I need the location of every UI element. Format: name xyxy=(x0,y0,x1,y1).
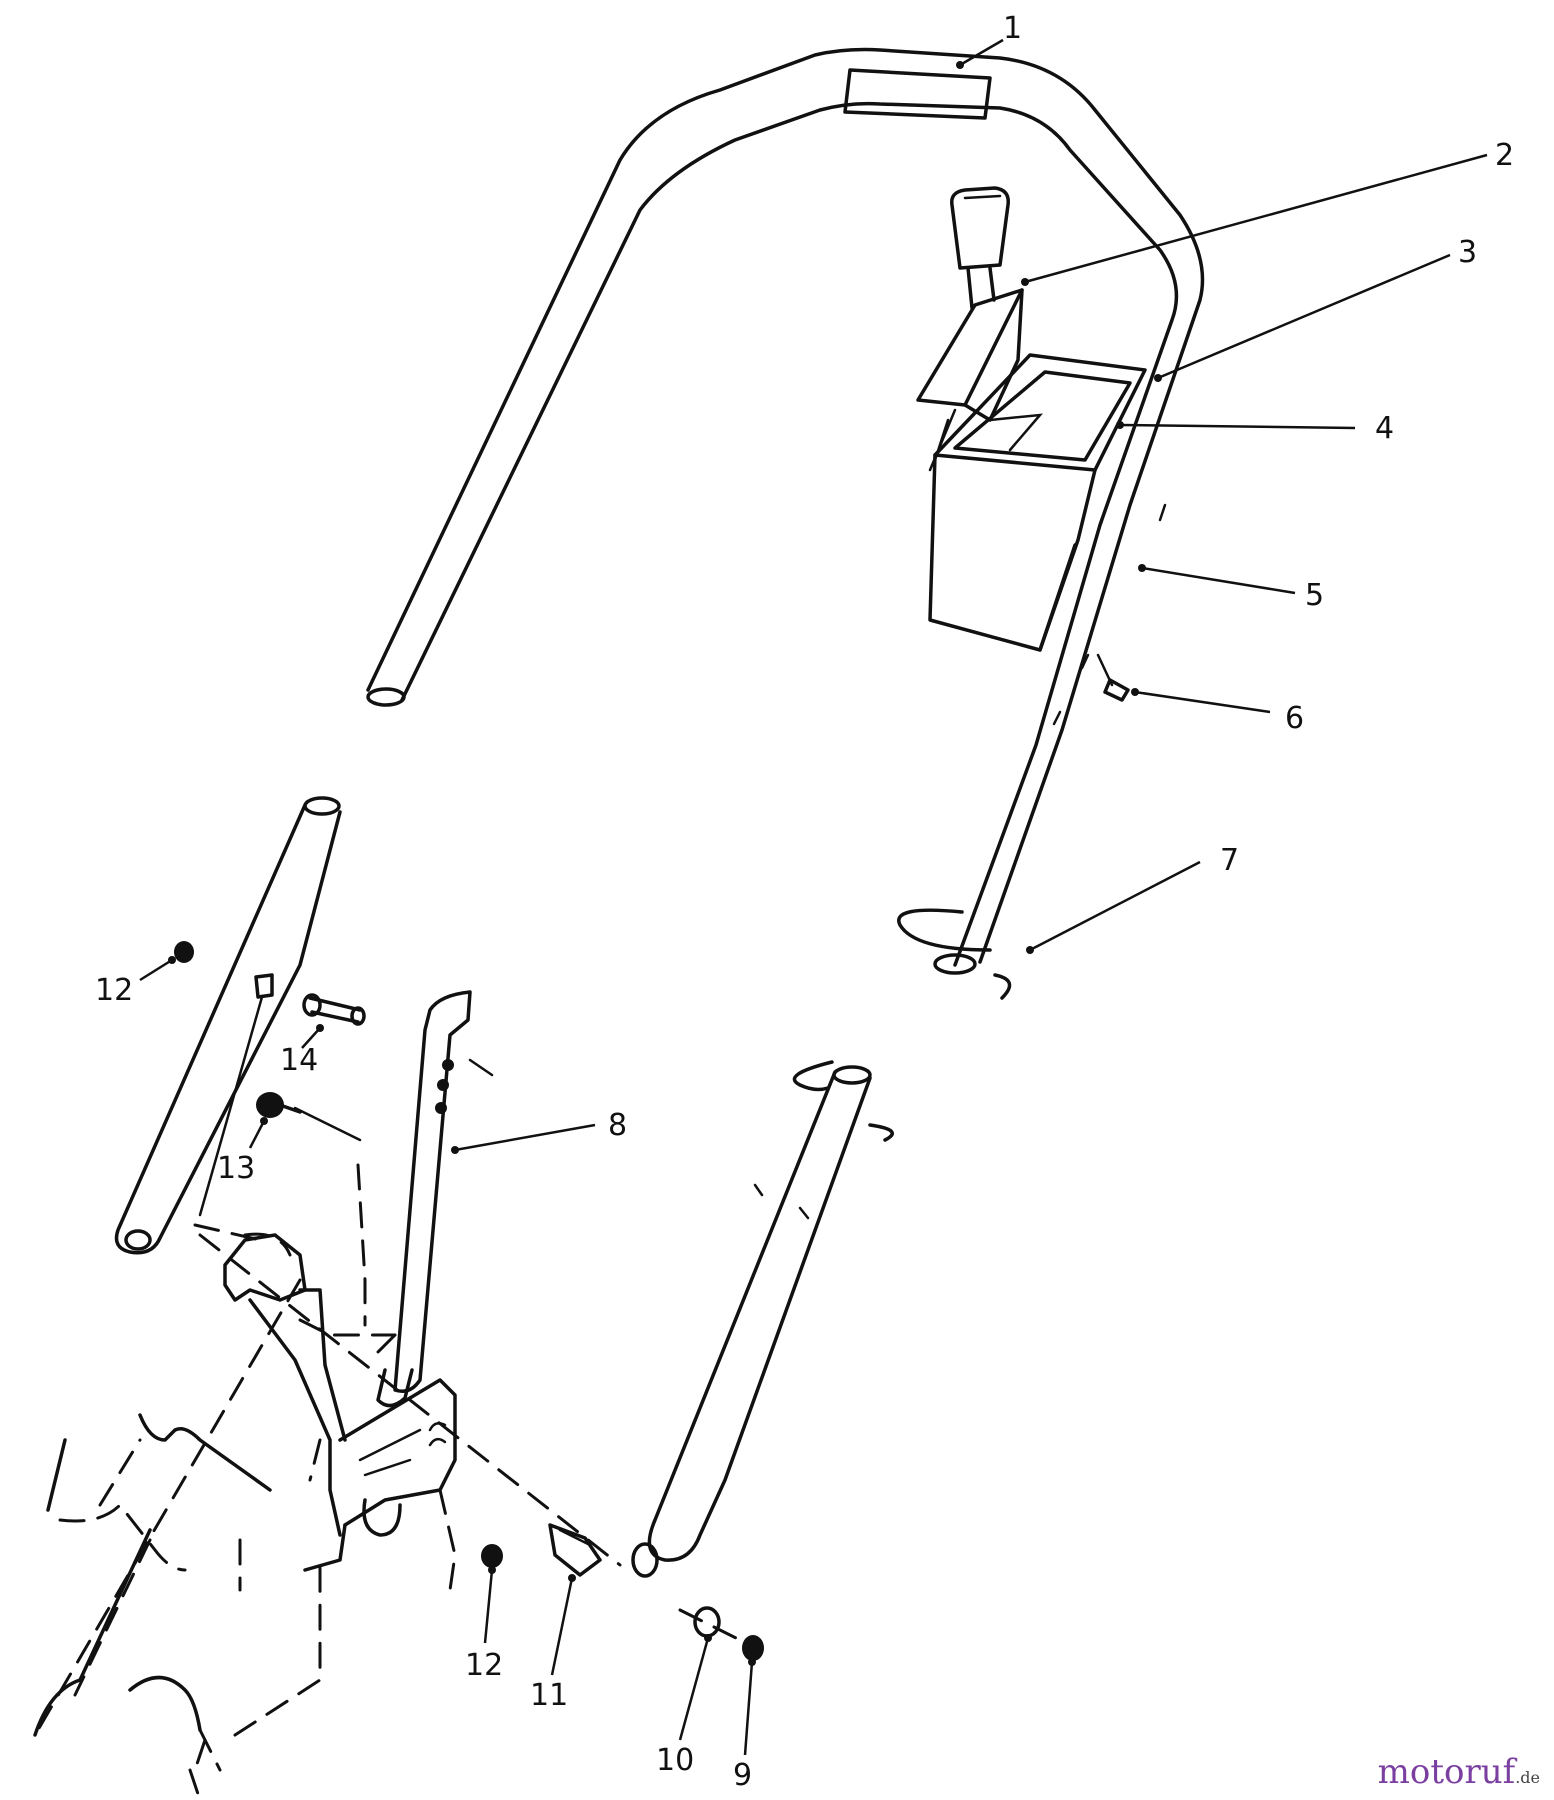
label-part-1: 1 xyxy=(1003,11,1022,46)
nut-12-lower xyxy=(481,1544,503,1568)
left-lower-handle xyxy=(114,796,342,1255)
hairpin-clip-7 xyxy=(897,908,1012,1000)
label-part-8: 8 xyxy=(608,1108,627,1143)
label-part-10: 10 xyxy=(656,1743,694,1778)
leader-lines xyxy=(139,38,1488,1756)
pivot-axis xyxy=(198,1106,742,1642)
watermark-text: motoruf xyxy=(1377,1752,1516,1792)
bracket-8 xyxy=(376,990,494,1408)
nut-9 xyxy=(742,1635,764,1661)
part-labels: 1 2 3 4 5 6 7 8 9 10 11 12 12 13 14 xyxy=(95,11,1514,1793)
bolt-13 xyxy=(256,1092,284,1118)
label-part-2: 2 xyxy=(1495,138,1514,173)
label-part-4: 4 xyxy=(1375,411,1394,446)
hardware xyxy=(174,941,764,1661)
right-lower-handle xyxy=(631,1060,895,1578)
label-part-9: 9 xyxy=(733,1758,752,1793)
label-part-13: 13 xyxy=(217,1151,255,1186)
bolt-6 xyxy=(1096,653,1130,702)
label-part-5: 5 xyxy=(1305,578,1324,613)
label-part-14: 14 xyxy=(280,1043,318,1078)
label-part-12-upper: 12 xyxy=(95,973,133,1008)
mounting-bracket xyxy=(193,1223,457,1592)
label-part-6: 6 xyxy=(1285,701,1304,736)
nut-12-upper xyxy=(174,941,194,963)
deck-outline xyxy=(33,1278,322,1800)
label-part-3: 3 xyxy=(1458,235,1477,270)
label-part-11: 11 xyxy=(530,1678,568,1713)
shift-lever xyxy=(916,186,1024,472)
watermark-logo: motoruf.de xyxy=(1378,1752,1540,1792)
washer-10 xyxy=(693,1606,721,1638)
upper-handle xyxy=(366,47,1205,975)
bolt-11 xyxy=(548,1523,602,1577)
label-part-12-lower: 12 xyxy=(465,1648,503,1683)
control-box xyxy=(928,353,1147,652)
watermark-suffix: .de xyxy=(1515,1768,1540,1787)
label-part-7: 7 xyxy=(1220,843,1239,878)
